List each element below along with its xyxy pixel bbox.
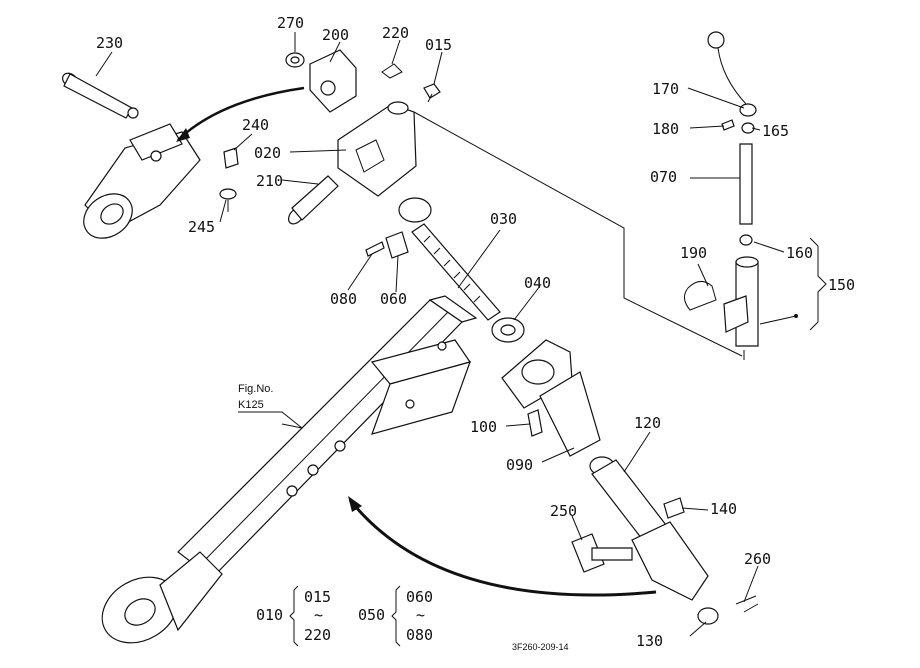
callout-090: 090 [506, 456, 533, 474]
group-050-from: 060 [406, 588, 433, 606]
callout-130: 130 [636, 632, 663, 650]
group-010-brace [289, 585, 299, 647]
callout-230: 230 [96, 34, 123, 52]
fig-no-leader [238, 411, 303, 429]
top-link-parts [285, 49, 441, 113]
callout-120: 120 [634, 414, 661, 432]
group-010-sep: ~ [314, 606, 323, 624]
callout-040: 040 [524, 274, 551, 292]
fig-no-label: Fig.No. [238, 383, 273, 395]
figure-code: 3F260-209-14 [512, 642, 569, 652]
leader-lines [95, 32, 797, 637]
lower-link-arm [101, 295, 478, 644]
callout-170: 170 [652, 80, 679, 98]
callout-080: 080 [330, 290, 357, 308]
group-010: 010 015 ~ 220 [256, 585, 331, 647]
arrow-top-head [176, 128, 190, 142]
pin-210 [288, 175, 339, 225]
group-010-id: 010 [256, 606, 283, 624]
callout-140: 140 [710, 500, 737, 518]
callout-060: 060 [380, 290, 407, 308]
connector-line [413, 111, 743, 357]
callout-200: 200 [322, 26, 349, 44]
callout-270: 270 [277, 14, 304, 32]
callout-220: 220 [382, 24, 409, 42]
group-050-brace [391, 585, 401, 647]
callout-030: 030 [490, 210, 517, 228]
callout-180: 180 [652, 120, 679, 138]
callout-160: 160 [786, 244, 813, 262]
bracket-150 [809, 237, 827, 331]
callout-245: 245 [188, 218, 215, 236]
callout-250: 250 [550, 502, 577, 520]
group-050-sep: ~ [416, 606, 425, 624]
pin-240-245 [219, 147, 239, 212]
group-050-to: 080 [406, 626, 433, 644]
callout-165: 165 [762, 122, 789, 140]
callout-020: 020 [254, 144, 281, 162]
group-010-from: 015 [304, 588, 331, 606]
nut-040 [491, 317, 525, 343]
callout-240: 240 [242, 116, 269, 134]
callout-015: 015 [425, 36, 452, 54]
arrow-bottom-head [348, 496, 362, 512]
arrow-bottom [348, 499, 657, 597]
group-010-to: 220 [304, 626, 331, 644]
group-050-id: 050 [358, 606, 385, 624]
fig-no-value: K125 [238, 399, 264, 411]
cylinder-120 [589, 456, 709, 601]
nipple-140 [663, 497, 685, 519]
callout-100: 100 [470, 418, 497, 436]
housing-090 [501, 339, 601, 457]
callout-150: 150 [828, 276, 855, 294]
pin-250 [571, 533, 633, 573]
threaded-rod-030 [398, 197, 501, 321]
arrow-top [177, 86, 305, 141]
lever-assembly [684, 31, 798, 347]
nipple-100 [527, 409, 543, 437]
bracket-020 [337, 101, 417, 197]
callout-260: 260 [744, 550, 771, 568]
lift-arm [83, 123, 201, 239]
callout-210: 210 [256, 172, 283, 190]
group-050: 050 060 ~ 080 [358, 585, 433, 647]
pin-230 [61, 72, 139, 119]
parts-060-080 [365, 231, 409, 259]
parts-130-260 [697, 595, 759, 625]
callout-labels: 230 270 200 220 015 240 020 210 245 080 … [96, 14, 855, 650]
callout-070: 070 [650, 168, 677, 186]
callout-190: 190 [680, 244, 707, 262]
